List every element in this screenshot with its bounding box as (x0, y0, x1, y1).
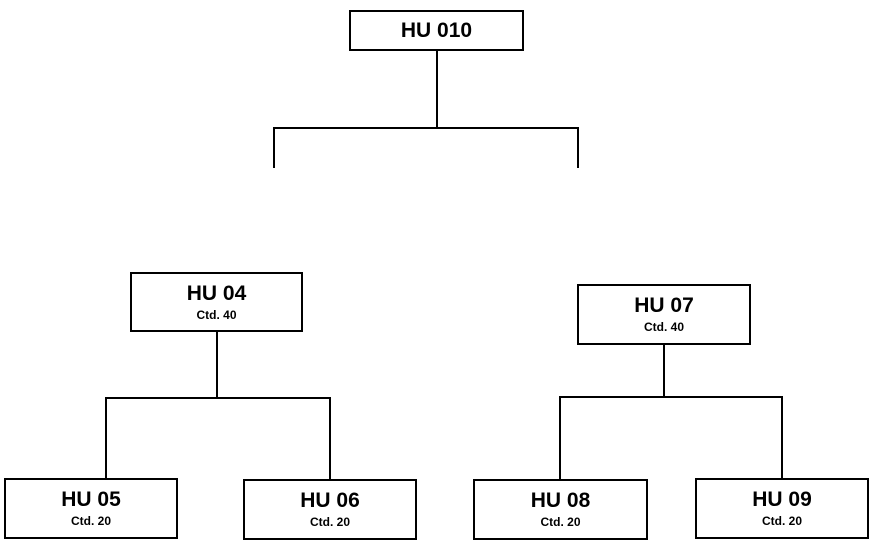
node-hu-08: HU 08 Ctd. 20 (473, 479, 648, 540)
node-title: HU 04 (186, 281, 247, 305)
node-title: HU 07 (634, 294, 694, 317)
node-quantity: Ctd. 40 (643, 320, 684, 334)
node-title: HU 09 (752, 488, 812, 511)
node-hu-04: HU 04 Ctd. 40 (130, 272, 303, 332)
node-quantity: Ctd. 40 (196, 307, 237, 322)
node-title: HU 010 (400, 18, 473, 42)
node-quantity: Ctd. 20 (540, 515, 581, 529)
node-hu-06: HU 06 Ctd. 20 (243, 479, 417, 540)
node-hu-07: HU 07 Ctd. 40 (577, 284, 751, 345)
node-title: HU 08 (530, 489, 591, 512)
node-title: HU 06 (300, 489, 360, 512)
node-quantity: Ctd. 20 (70, 514, 111, 528)
node-quantity: Ctd. 20 (309, 515, 350, 529)
node-hu-05: HU 05 Ctd. 20 (4, 478, 178, 539)
node-title: HU 05 (61, 488, 121, 511)
node-hu-09: HU 09 Ctd. 20 (695, 478, 869, 539)
node-quantity: Ctd. 20 (761, 514, 802, 528)
node-hu-010: HU 010 (349, 10, 524, 51)
